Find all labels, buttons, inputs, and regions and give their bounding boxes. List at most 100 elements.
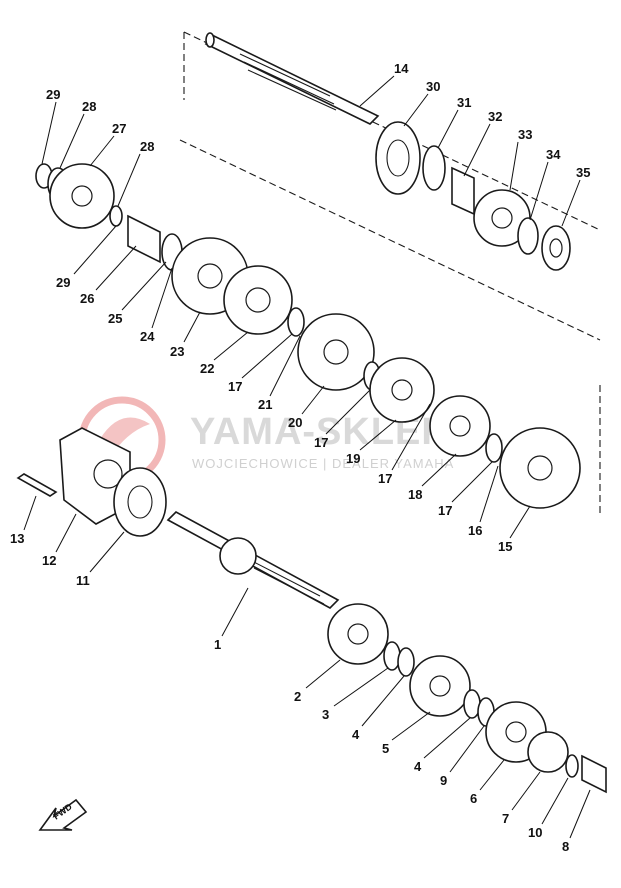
callout-24: 24 (140, 329, 155, 344)
leader-31 (437, 109, 459, 149)
callout-21: 21 (258, 397, 272, 412)
leader-1 (221, 587, 249, 637)
callout-7: 7 (502, 811, 509, 826)
leader-4b (423, 717, 471, 759)
main-axle-gear-1 (219, 537, 257, 575)
leader-17d (451, 461, 493, 503)
callout-12: 12 (42, 553, 56, 568)
leader-28a (59, 113, 85, 169)
main-axle-group (16, 427, 607, 794)
callout-labels: 14 30 31 32 33 34 35 29 28 27 28 29 26 2… (10, 61, 590, 854)
fwd-arrow-icon (38, 798, 88, 831)
callout-27: 27 (112, 121, 126, 136)
callout-17a: 17 (228, 379, 242, 394)
bushing-26 (127, 214, 161, 264)
leader-5 (391, 711, 431, 741)
drive-axle-shaft (204, 35, 380, 125)
gear-18-hub (449, 415, 471, 437)
gear-7 (527, 731, 569, 773)
leader-29a (41, 101, 57, 165)
leader-4a (361, 675, 405, 727)
gear-6-hub (505, 721, 527, 743)
leader-21 (269, 335, 301, 397)
washer-34 (517, 217, 539, 255)
leader-18 (421, 453, 457, 487)
callout-22: 22 (200, 361, 214, 376)
leader-3 (333, 667, 389, 707)
callout-18: 18 (408, 487, 422, 502)
gear-2-hub (347, 623, 369, 645)
callout-29a: 29 (46, 87, 60, 102)
circlip-17c (485, 433, 503, 463)
callout-15: 15 (498, 539, 512, 554)
drive-axle (204, 32, 380, 125)
callout-5: 5 (382, 741, 389, 756)
callout-34: 34 (546, 147, 561, 162)
leader-13 (23, 495, 37, 531)
drive-axle-end (205, 32, 215, 48)
gear-15-hub (527, 455, 553, 481)
callout-32: 32 (488, 109, 502, 124)
callout-4a: 4 (352, 727, 360, 742)
leader-35 (561, 179, 581, 227)
leader-lines (23, 75, 591, 839)
leader-14 (359, 75, 395, 107)
gear-5-hub (429, 675, 451, 697)
circlip-4a (397, 647, 415, 677)
bearing-30 (375, 121, 421, 195)
main-axle-splines (249, 559, 325, 605)
bearing-30-inner (386, 139, 410, 177)
callout-8: 8 (562, 839, 569, 854)
callout-6: 6 (470, 791, 477, 806)
watermark-subtitle: WOJCIECHOWICE | DEALER YAMAHA (192, 456, 454, 471)
callout-1: 1 (214, 637, 221, 652)
callout-10: 10 (528, 825, 542, 840)
collar-32 (451, 166, 475, 216)
gear-27-hub (71, 185, 93, 207)
leader-12 (55, 513, 77, 553)
leader-22 (213, 331, 249, 361)
callout-17d: 17 (438, 503, 452, 518)
leader-24 (151, 267, 173, 329)
leader-27 (89, 135, 115, 167)
boundary-lines (179, 31, 601, 515)
upper-gear-group (35, 163, 293, 335)
leader-26 (95, 245, 137, 291)
callout-26: 26 (80, 291, 94, 306)
leader-17a (241, 333, 293, 379)
callout-13: 13 (10, 531, 24, 546)
leader-32 (463, 123, 491, 177)
leader-30 (403, 93, 429, 127)
callout-31: 31 (457, 95, 471, 110)
screw-13 (16, 473, 58, 497)
callout-28a: 28 (82, 99, 96, 114)
bearing-plate-12-hole (93, 459, 123, 489)
nut-35-hole (549, 238, 563, 258)
callout-4b: 4 (414, 759, 422, 774)
boundary-middle (179, 139, 601, 341)
callout-19: 19 (346, 451, 360, 466)
callout-17b: 17 (314, 435, 328, 450)
gear-23-hub (197, 263, 223, 289)
leader-23 (183, 311, 201, 343)
bearing-11-inner (127, 485, 153, 519)
gear-22-hub (245, 287, 271, 313)
leader-6 (479, 759, 505, 791)
sprocket-33-hub (491, 207, 513, 229)
callout-16: 16 (468, 523, 482, 538)
leader-2 (305, 659, 341, 689)
leader-8 (569, 789, 591, 839)
bearing-11 (113, 467, 167, 537)
drive-axle-splines (239, 53, 337, 111)
leader-16 (479, 465, 499, 523)
callout-25: 25 (108, 311, 122, 326)
circlip-17a (287, 307, 305, 337)
leader-20 (301, 385, 325, 415)
circlip-31 (422, 145, 446, 191)
gear-19-hub (391, 379, 413, 401)
callout-30: 30 (426, 79, 440, 94)
leader-7 (511, 771, 541, 811)
leader-19 (359, 419, 397, 451)
